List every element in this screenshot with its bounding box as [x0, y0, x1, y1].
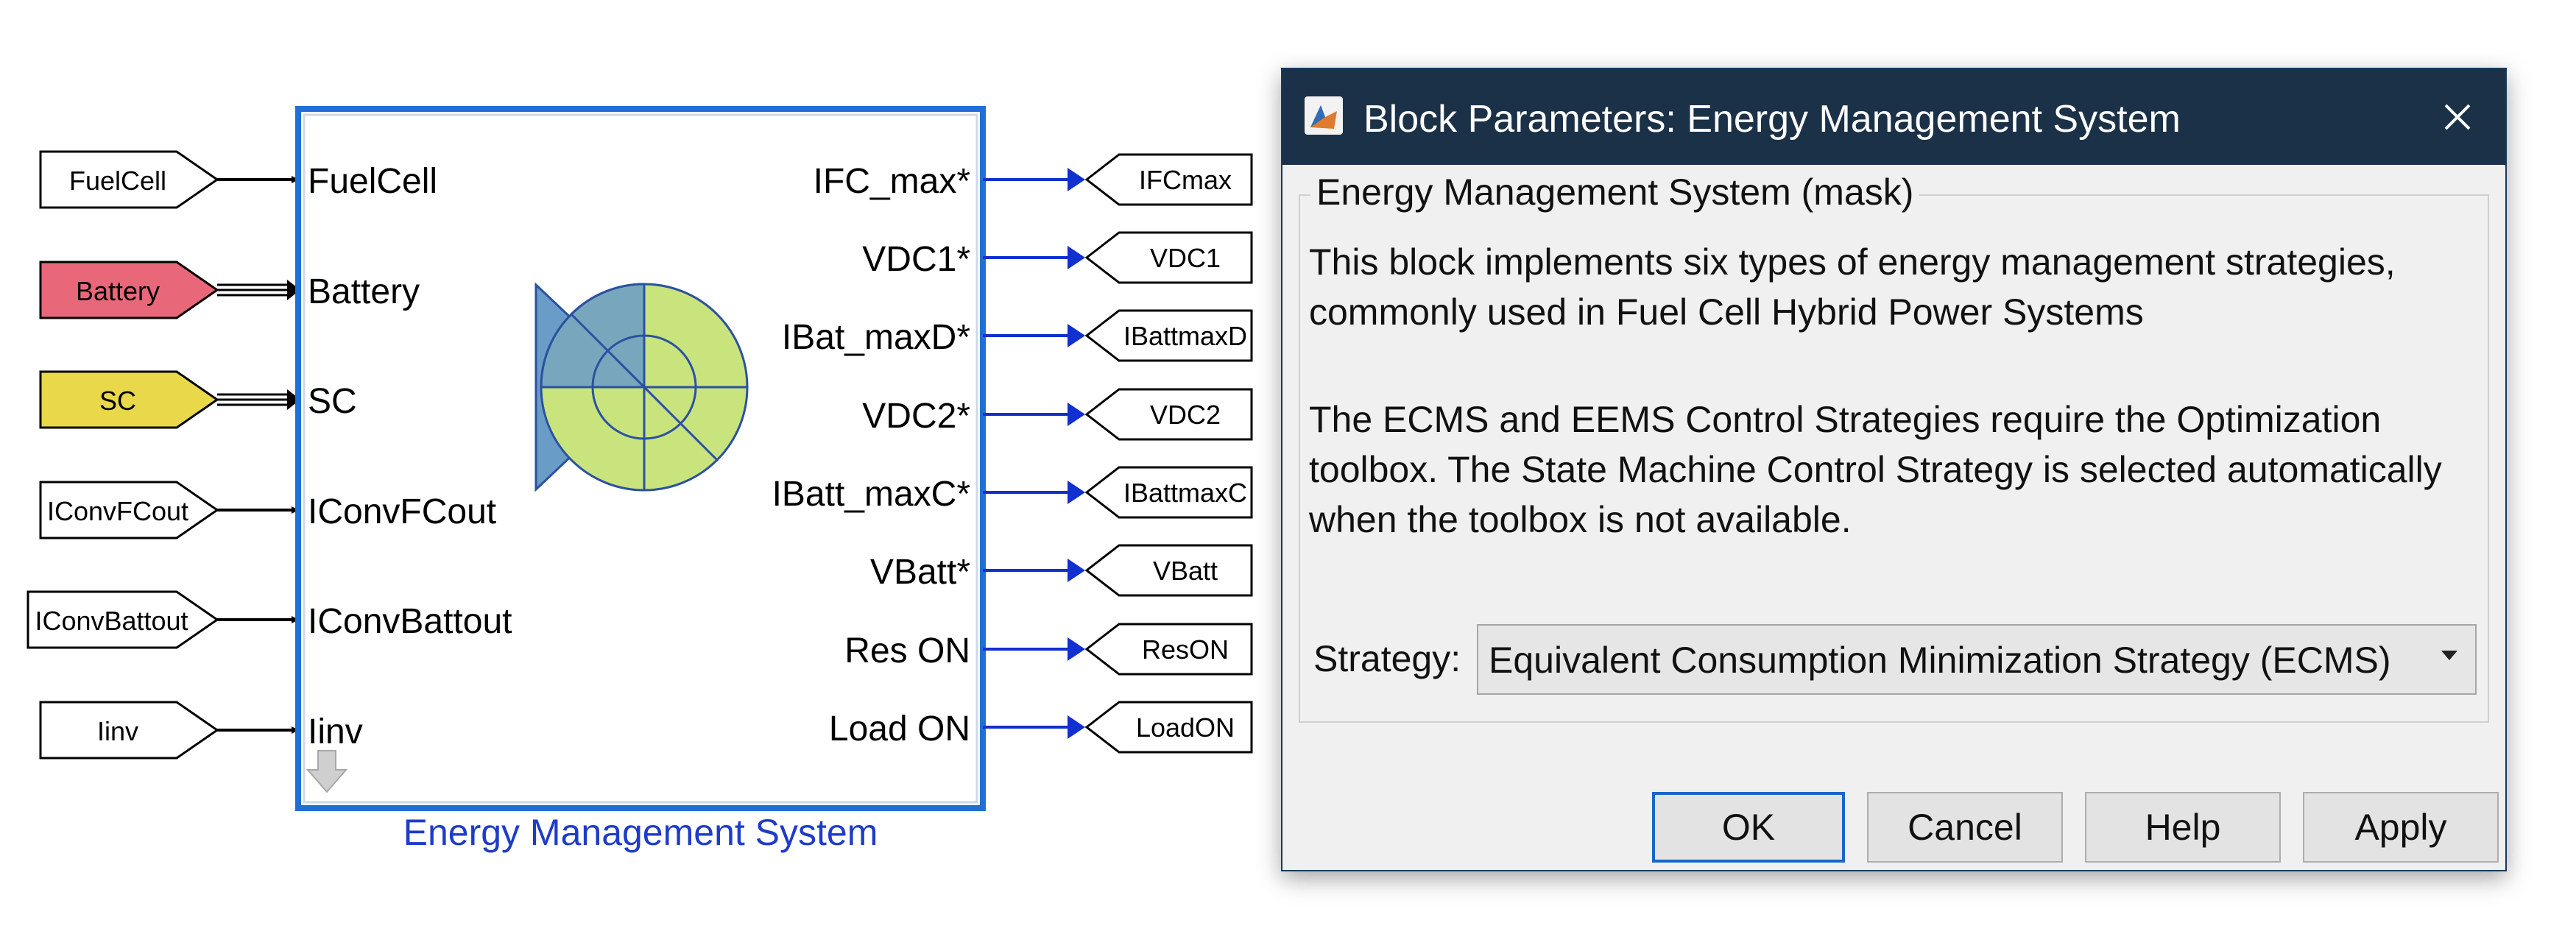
- close-icon: [2444, 104, 2471, 130]
- help-button[interactable]: Help: [2085, 792, 2281, 863]
- strategy-dropdown[interactable]: Equivalent Consumption Minimization Stra…: [1477, 624, 2477, 695]
- arrowhead: [1068, 715, 1085, 739]
- input-port-label: FuelCell: [308, 162, 437, 201]
- goto-tag-label: VDC2: [1150, 400, 1221, 430]
- goto-tag[interactable]: [1084, 309, 1253, 362]
- input-port-label: SC: [308, 382, 357, 421]
- from-tag-label: IConvBattout: [35, 606, 188, 636]
- group-title: Energy Management System (mask): [1310, 171, 1920, 213]
- goto-tag[interactable]: [1084, 153, 1253, 206]
- arrowhead: [1068, 324, 1085, 347]
- from-tag-label: IConvFCout: [47, 496, 188, 526]
- dialog-title: Block Parameters: Energy Management Syst…: [1363, 98, 2181, 141]
- goto-tag[interactable]: [1084, 231, 1253, 284]
- input-port-label: IConvFCout: [308, 492, 496, 531]
- goto-tag[interactable]: [1084, 701, 1253, 754]
- strategy-label: Strategy:: [1313, 638, 1461, 679]
- goto-tag[interactable]: [1084, 623, 1253, 676]
- from-tag-label: Iinv: [97, 716, 138, 746]
- chevron-down-icon: [2441, 651, 2457, 660]
- from-tag[interactable]: [39, 481, 219, 539]
- mask-parameters-group: Energy Management System (mask) This blo…: [1299, 171, 2489, 723]
- arrowhead: [1068, 481, 1085, 504]
- ems-block[interactable]: Energy Management System FuelCellBatteryS…: [295, 106, 986, 853]
- from-tag[interactable]: [39, 150, 219, 209]
- description-line: toolbox. The State Machine Control Strat…: [1309, 449, 2442, 490]
- ems-block-inner-frame: [303, 113, 978, 804]
- output-port-label: IBat_maxD*: [782, 318, 970, 357]
- output-port-label: Load ON: [829, 709, 970, 748]
- arrowhead: [1068, 168, 1085, 191]
- description-line: when the toolbox is not available.: [1309, 499, 1852, 540]
- ok-button[interactable]: OK: [1652, 792, 1845, 863]
- simulink-icon: [1305, 96, 1343, 135]
- arrowhead: [1068, 637, 1085, 661]
- close-button[interactable]: [2424, 84, 2491, 150]
- from-tag[interactable]: [39, 261, 219, 319]
- arrowhead: [1068, 559, 1085, 582]
- goto-tag-label: LoadON: [1136, 712, 1235, 743]
- goto-tag-label: VDC1: [1150, 243, 1221, 273]
- description-line: The ECMS and EEMS Control Strategies req…: [1309, 399, 2382, 440]
- input-port-label: Iinv: [308, 712, 363, 751]
- from-tag[interactable]: [39, 701, 219, 760]
- goto-tag-label: IBattmaxC: [1123, 478, 1247, 508]
- from-tag[interactable]: [27, 590, 219, 649]
- block-caption: Energy Management System: [403, 812, 878, 853]
- goto-tag[interactable]: [1084, 388, 1253, 441]
- strategy-selected-value: Equivalent Consumption Minimization Stra…: [1489, 640, 2391, 681]
- from-tag-label: Battery: [76, 276, 160, 306]
- bus-arrowhead: [287, 389, 300, 410]
- dialog-titlebar[interactable]: Block Parameters: Energy Management Syst…: [1282, 69, 2505, 165]
- goto-tag-label: IFCmax: [1139, 165, 1232, 195]
- block-parameters-dialog: Block Parameters: Energy Management Syst…: [1281, 68, 2507, 871]
- arrowhead: [1068, 246, 1085, 269]
- goto-tag[interactable]: [1084, 544, 1253, 597]
- output-port-label: VDC1*: [862, 240, 970, 279]
- goto-tag-label: IBattmaxD: [1123, 321, 1247, 351]
- output-port-label: VDC2*: [862, 397, 970, 436]
- arrowhead: [1068, 403, 1085, 426]
- from-tag[interactable]: [39, 370, 219, 429]
- input-port-label: IConvBattout: [308, 602, 512, 641]
- description-line: commonly used in Fuel Cell Hybrid Power …: [1309, 291, 2144, 333]
- apply-button[interactable]: Apply: [2303, 792, 2499, 863]
- goto-tag-label: VBatt: [1153, 556, 1218, 586]
- output-port-label: IFC_max*: [814, 162, 970, 201]
- bus-arrowhead: [287, 280, 300, 300]
- block-symbol-diagonal: [569, 312, 719, 462]
- goto-tag-label: ResON: [1142, 634, 1229, 665]
- output-port-label: VBatt*: [870, 553, 970, 592]
- from-tag-label: FuelCell: [69, 166, 166, 196]
- goto-tag[interactable]: [1084, 466, 1253, 519]
- output-port-label: IBatt_maxC*: [772, 475, 970, 514]
- input-port-label: Battery: [308, 272, 420, 311]
- down-arrow-icon: [306, 750, 348, 793]
- from-tag-label: SC: [99, 386, 136, 416]
- cancel-button[interactable]: Cancel: [1867, 792, 2063, 863]
- description-line: This block implements six types of energ…: [1309, 241, 2396, 283]
- output-port-label: Res ON: [844, 631, 970, 670]
